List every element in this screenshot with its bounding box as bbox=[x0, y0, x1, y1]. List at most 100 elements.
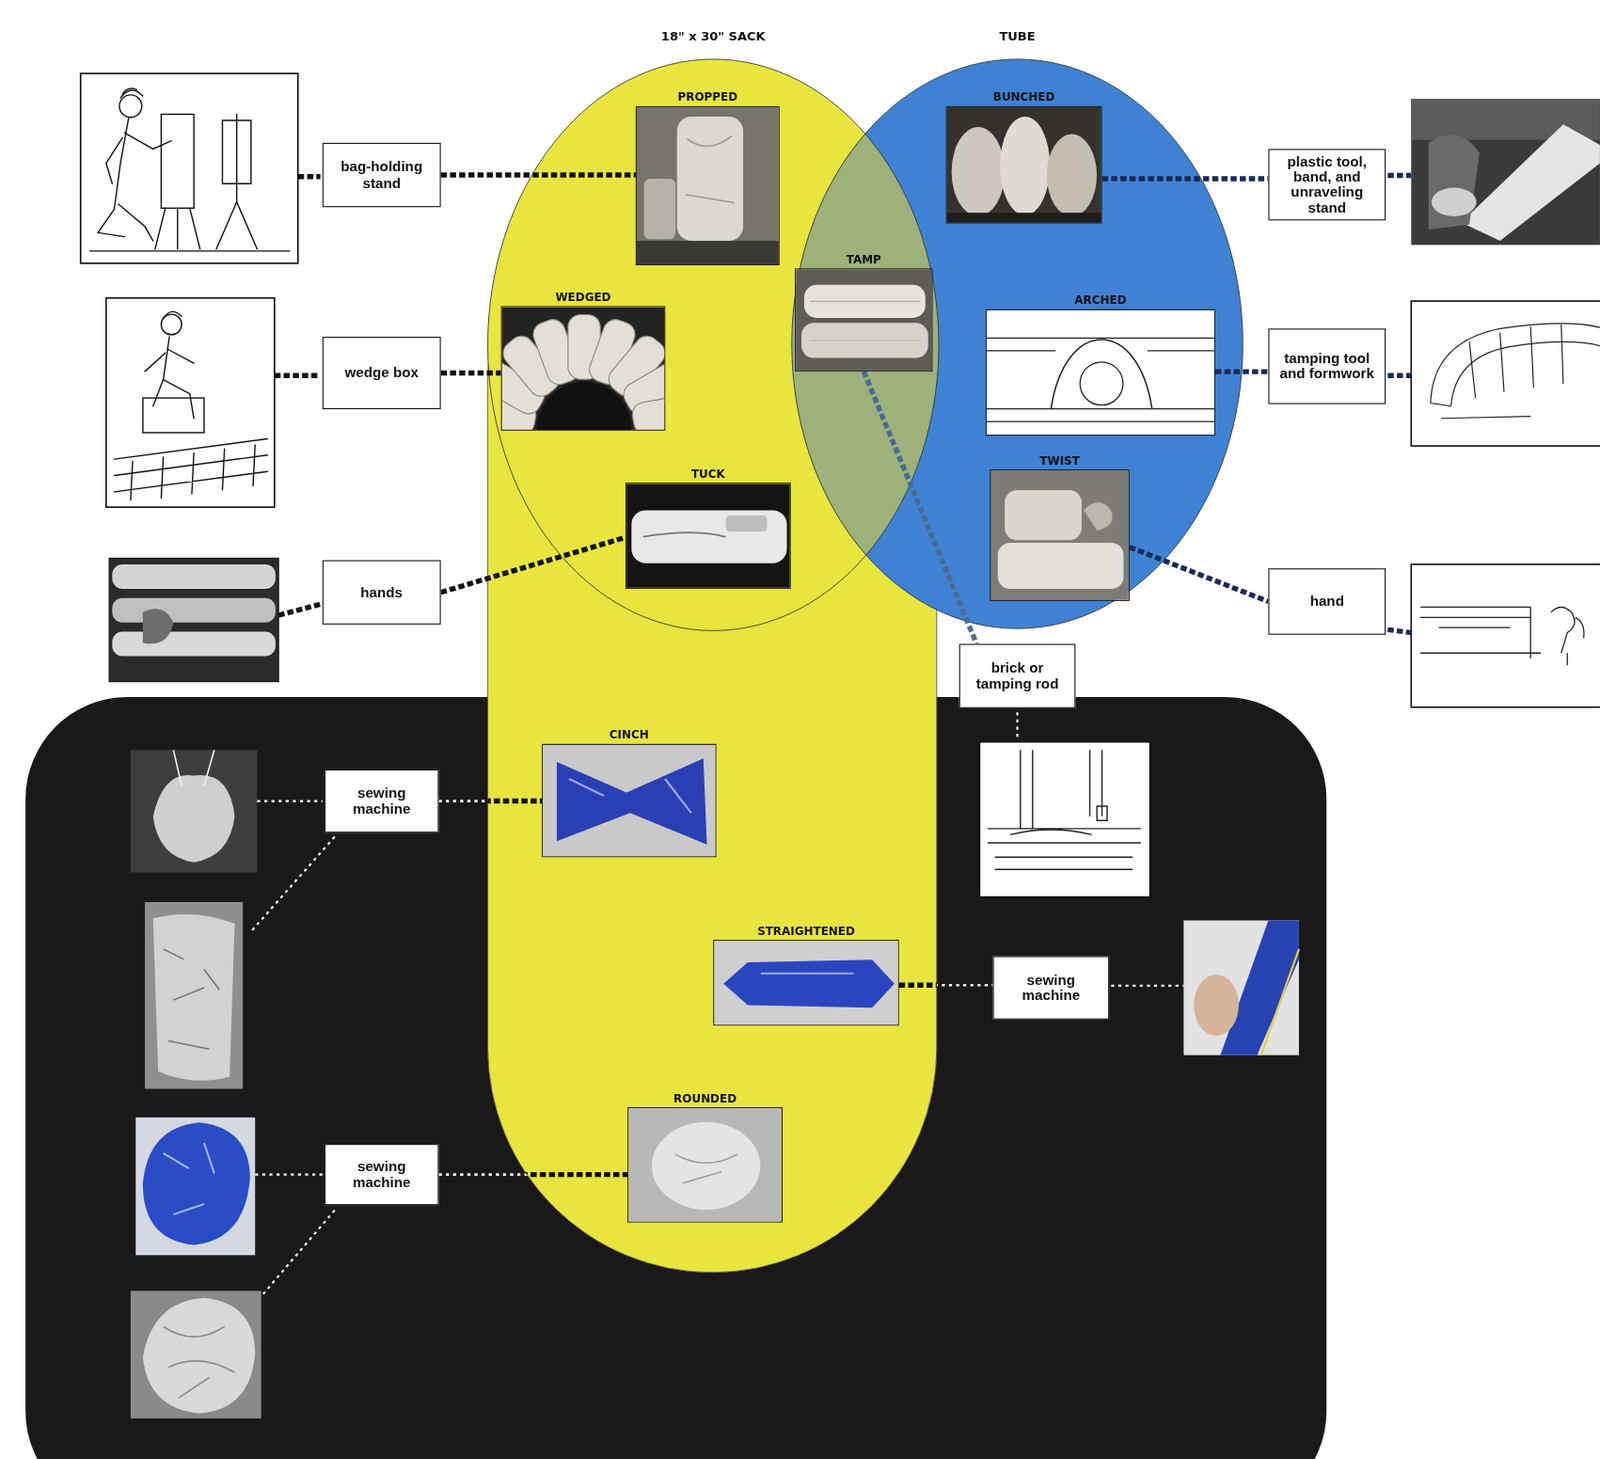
leader-line bbox=[1110, 984, 1184, 987]
photo bbox=[947, 107, 1103, 224]
dotted-connector bbox=[441, 172, 636, 177]
photo bbox=[636, 107, 780, 266]
photo-frame bbox=[794, 268, 933, 372]
tamping-sketch bbox=[979, 742, 1150, 898]
photo bbox=[542, 744, 716, 857]
ellipse-outline bbox=[792, 59, 1243, 629]
stand-sketch bbox=[89, 250, 290, 252]
ellipse-heading: TUBE bbox=[791, 22, 1245, 45]
wedge-sketch bbox=[106, 298, 275, 507]
tool-box: hand bbox=[1267, 568, 1386, 635]
leader-line bbox=[1015, 712, 1018, 740]
photo-heading: ROUNDED bbox=[627, 1092, 783, 1107]
bag-photo bbox=[142, 1298, 255, 1414]
stand-sketch bbox=[155, 207, 201, 249]
photo-frame bbox=[627, 1107, 783, 1223]
ellipse-heading: 18" x 30" SACK bbox=[488, 22, 939, 45]
stand-sketch bbox=[216, 113, 257, 249]
photo bbox=[1082, 502, 1113, 532]
tamping-sketch bbox=[987, 749, 1141, 870]
tamping-sketch bbox=[979, 742, 1150, 898]
bag-photo bbox=[144, 902, 243, 1090]
bag-photo bbox=[130, 749, 258, 872]
ellipse-outline bbox=[488, 59, 939, 631]
dotted-connector bbox=[438, 800, 542, 802]
photo-frame bbox=[625, 482, 792, 589]
photo bbox=[986, 337, 1216, 422]
photo bbox=[643, 532, 727, 538]
wedge-sketch bbox=[142, 397, 205, 433]
photo bbox=[947, 212, 1103, 223]
dotted-connector bbox=[441, 372, 502, 374]
photo bbox=[990, 470, 1130, 602]
photo bbox=[951, 126, 1005, 217]
tool-label: sewing machine bbox=[330, 1158, 432, 1190]
tool-box: hands bbox=[322, 560, 442, 625]
dotted-connector bbox=[438, 1172, 628, 1177]
photo-panel: ROUNDED bbox=[627, 1092, 783, 1223]
photo-frame bbox=[541, 744, 717, 857]
wedge-sketch bbox=[106, 298, 275, 507]
tool-box: sewing machine bbox=[324, 769, 439, 833]
tool-label: wedge box bbox=[328, 364, 435, 381]
photo bbox=[986, 310, 1216, 436]
photo bbox=[990, 470, 1130, 602]
photo bbox=[556, 758, 708, 845]
leader-line bbox=[263, 1210, 335, 1295]
sewing-photo bbox=[1183, 919, 1300, 1055]
photo bbox=[675, 1154, 738, 1184]
photo-heading: CINCH bbox=[541, 728, 717, 744]
stand-sketch bbox=[80, 73, 299, 264]
photo bbox=[795, 269, 933, 371]
stand-sketch bbox=[80, 73, 299, 264]
photo bbox=[723, 959, 895, 1008]
photo bbox=[636, 240, 780, 266]
tool-label: sewing machine bbox=[330, 785, 432, 817]
photo bbox=[542, 744, 716, 857]
formwork-sketch bbox=[1410, 300, 1600, 446]
dotted-connector bbox=[438, 799, 542, 803]
tool-label: tamping tool and formwork bbox=[1274, 350, 1380, 382]
photo bbox=[569, 778, 692, 813]
photo bbox=[644, 178, 677, 239]
tool-label: plastic tool, band, and unraveling stand bbox=[1274, 154, 1380, 217]
photo-frame bbox=[985, 309, 1216, 437]
hands-photo bbox=[109, 557, 279, 682]
leader-line bbox=[1387, 175, 1411, 634]
tool-box: tamping tool and formwork bbox=[1267, 328, 1386, 404]
sewing-photo bbox=[1183, 919, 1300, 1055]
photo-panel: PROPPED bbox=[635, 83, 780, 266]
photo bbox=[1079, 362, 1124, 406]
photo bbox=[986, 310, 1216, 436]
unraveling-photo bbox=[1410, 98, 1600, 245]
tool-label: bag-holding stand bbox=[328, 159, 435, 191]
hand-sketch bbox=[1410, 564, 1600, 708]
tool-box: plastic tool, band, and unraveling stand bbox=[1267, 148, 1386, 221]
tool-label: hands bbox=[328, 585, 435, 601]
photo bbox=[795, 269, 933, 371]
photo bbox=[760, 972, 855, 975]
photo-heading: STRAIGHTENED bbox=[712, 924, 899, 939]
stand-sketch bbox=[97, 204, 154, 241]
bag-photo bbox=[130, 1290, 262, 1419]
photo bbox=[630, 393, 666, 431]
leader-line bbox=[298, 174, 321, 179]
sewing-photo bbox=[1261, 949, 1300, 1056]
stand-sketch bbox=[160, 113, 194, 208]
photo bbox=[651, 1122, 761, 1210]
hands-photo bbox=[111, 564, 276, 589]
overlap-lens bbox=[488, 59, 939, 631]
ellipse-outline bbox=[488, 59, 939, 631]
unraveling-photo bbox=[1460, 124, 1600, 241]
photo-panel: ARCHED bbox=[985, 286, 1216, 436]
formwork-sketch bbox=[1410, 300, 1600, 446]
photo bbox=[998, 542, 1125, 589]
photo-heading: WEDGED bbox=[501, 284, 666, 306]
photo bbox=[713, 940, 899, 1026]
photo bbox=[631, 509, 787, 563]
leader-line bbox=[250, 712, 1185, 1294]
leader-line bbox=[250, 837, 335, 934]
dotted-connector bbox=[899, 982, 994, 988]
